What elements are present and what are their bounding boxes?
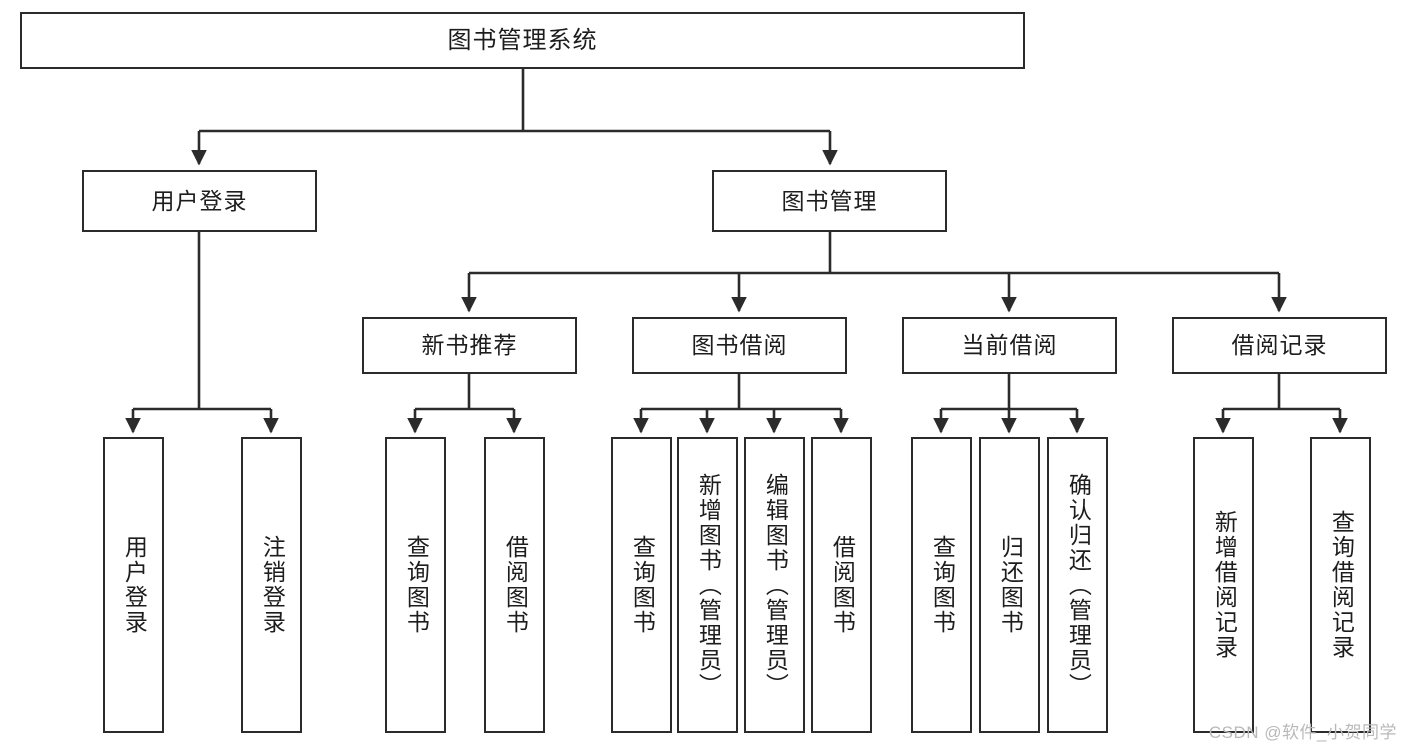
node-current-borrow-label: 当前借阅 bbox=[961, 332, 1058, 358]
leaf-logout-label: 注销登录 bbox=[259, 535, 286, 635]
leaf-confirm-return[interactable]: 确认归还（管理员） bbox=[1047, 437, 1108, 733]
leaf-add-book-label: 新增图书（管理员） bbox=[695, 472, 722, 698]
node-book-borrow[interactable]: 图书借阅 bbox=[632, 317, 847, 374]
leaf-borrow-book-2-label: 借阅图书 bbox=[829, 535, 856, 635]
node-current-borrow[interactable]: 当前借阅 bbox=[902, 317, 1117, 374]
leaf-edit-book-label: 编辑图书（管理员） bbox=[762, 472, 789, 698]
leaf-confirm-return-label: 确认归还（管理员） bbox=[1065, 472, 1092, 698]
leaf-logout[interactable]: 注销登录 bbox=[241, 437, 302, 733]
leaf-query-record-label: 查询借阅记录 bbox=[1328, 510, 1355, 660]
leaf-add-book[interactable]: 新增图书（管理员） bbox=[677, 437, 738, 733]
leaf-query-book-1[interactable]: 查询图书 bbox=[385, 437, 446, 733]
leaf-query-book-2[interactable]: 查询图书 bbox=[611, 437, 672, 733]
leaf-query-book-3-label: 查询图书 bbox=[929, 535, 956, 635]
leaf-return-book[interactable]: 归还图书 bbox=[979, 437, 1040, 733]
node-book-borrow-label: 图书借阅 bbox=[691, 332, 788, 358]
node-book-manage-label: 图书管理 bbox=[781, 187, 878, 214]
leaf-edit-book[interactable]: 编辑图书（管理员） bbox=[744, 437, 805, 733]
leaf-borrow-book-1[interactable]: 借阅图书 bbox=[484, 437, 545, 733]
leaf-return-book-label: 归还图书 bbox=[997, 535, 1024, 635]
leaf-borrow-book-1-label: 借阅图书 bbox=[502, 535, 529, 635]
watermark-text: CSDN @软件_小贺同学 bbox=[1208, 723, 1397, 742]
node-borrow-record-label: 借阅记录 bbox=[1231, 332, 1328, 358]
leaf-query-record[interactable]: 查询借阅记录 bbox=[1310, 437, 1371, 733]
leaf-query-book-1-label: 查询图书 bbox=[403, 535, 430, 635]
leaf-query-book-2-label: 查询图书 bbox=[629, 535, 656, 635]
node-user-login-label: 用户登录 bbox=[151, 187, 248, 214]
node-root-label: 图书管理系统 bbox=[447, 26, 598, 54]
node-new-book-recommend[interactable]: 新书推荐 bbox=[362, 317, 577, 374]
leaf-query-book-3[interactable]: 查询图书 bbox=[911, 437, 972, 733]
node-book-manage[interactable]: 图书管理 bbox=[712, 170, 947, 232]
node-user-login[interactable]: 用户登录 bbox=[82, 170, 317, 232]
leaf-add-record-label: 新增借阅记录 bbox=[1211, 510, 1238, 660]
leaf-borrow-book-2[interactable]: 借阅图书 bbox=[811, 437, 872, 733]
leaf-user-login[interactable]: 用户登录 bbox=[103, 437, 164, 733]
node-borrow-record[interactable]: 借阅记录 bbox=[1172, 317, 1387, 374]
leaf-user-login-label: 用户登录 bbox=[121, 535, 148, 635]
node-new-book-recommend-label: 新书推荐 bbox=[421, 332, 518, 358]
leaf-add-record[interactable]: 新增借阅记录 bbox=[1193, 437, 1254, 733]
node-root[interactable]: 图书管理系统 bbox=[20, 12, 1025, 69]
